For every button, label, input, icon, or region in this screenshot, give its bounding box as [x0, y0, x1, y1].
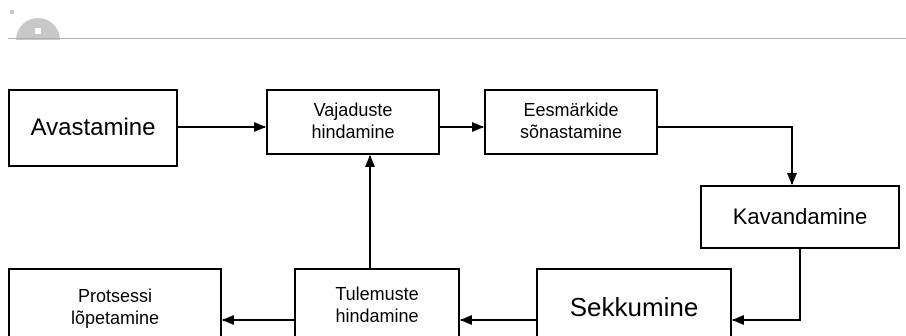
arrow-eesmarkide-to-kavandamine [658, 126, 797, 185]
step-sekkumine: Sekkumine [536, 268, 732, 336]
logo-icon [10, 10, 64, 40]
step-kavandamine: Kavandamine [700, 185, 900, 249]
step-protsessi-lopetamine: Protsessi lõpetamine [8, 268, 222, 336]
step-eesmarkide-sonastamine-label: Eesmärkide sõnastamine [519, 100, 623, 142]
header-divider [8, 38, 906, 39]
step-kavandamine-label: Kavandamine [732, 203, 868, 229]
step-avastamine-label: Avastamine [30, 113, 156, 141]
step-sekkumine-label: Sekkumine [569, 292, 699, 322]
step-vajaduste-hindamine: Vajaduste hindamine [266, 89, 440, 155]
step-eesmarkide-sonastamine: Eesmärkide sõnastamine [484, 89, 658, 155]
arrow-kavandamine-to-sekkumine [732, 249, 801, 325]
step-tulemuste-hindamine: Tulemuste hindamine [294, 268, 460, 336]
step-avastamine: Avastamine [8, 89, 178, 167]
step-protsessi-lopetamine-label: Protsessi lõpetamine [70, 286, 160, 328]
step-tulemuste-hindamine-label: Tulemuste hindamine [335, 284, 419, 326]
step-vajaduste-hindamine-label: Vajaduste hindamine [311, 100, 395, 142]
